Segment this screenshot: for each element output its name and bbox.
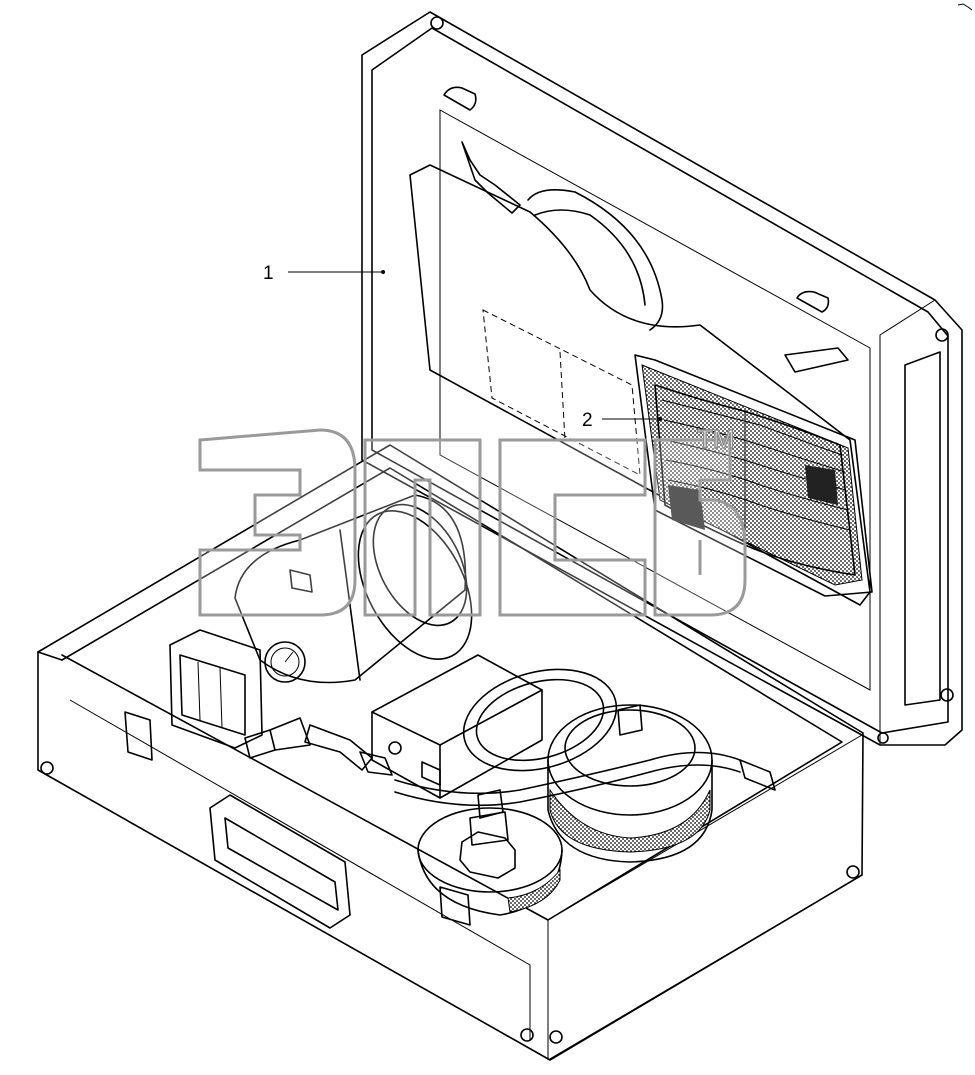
callout-2: 2 <box>582 410 662 431</box>
corner-mark <box>957 3 973 11</box>
carry-handle <box>209 794 351 929</box>
screw-icon <box>846 865 860 879</box>
lid-latch-right <box>796 290 830 313</box>
callout-1: 1 <box>263 263 385 284</box>
blower-unit <box>169 494 473 759</box>
screw-icon <box>935 328 949 342</box>
trademark-mark: TM <box>697 424 735 454</box>
filter-drum <box>547 704 713 863</box>
screw-icon <box>877 732 889 744</box>
base-latch-left <box>124 711 153 761</box>
lid-latch-left <box>443 86 477 111</box>
pressure-gauge-icon <box>264 641 306 683</box>
screw-icon <box>40 761 54 775</box>
screw-icon <box>520 1028 534 1042</box>
screw-icon <box>430 16 444 30</box>
inlet-hose <box>304 724 393 776</box>
control-box <box>371 654 543 799</box>
watermark-logo: TM <box>198 423 747 617</box>
manual-booklet <box>634 354 873 597</box>
power-switch <box>421 761 441 786</box>
nozzle-base <box>417 789 563 916</box>
document-folder <box>409 141 871 606</box>
probe-icon <box>461 141 521 214</box>
connector-socket-icon <box>388 741 402 755</box>
regulator-knob <box>244 729 276 759</box>
fitting-icon <box>784 347 849 373</box>
base-latch-right <box>439 886 471 926</box>
callout-label-2: 2 <box>582 410 593 431</box>
coiled-hose <box>394 668 776 807</box>
screw-icon <box>940 688 954 702</box>
hex-nut-icon <box>459 831 516 879</box>
callout-label-1: 1 <box>263 263 274 284</box>
case-base <box>37 444 864 1061</box>
screw-icon <box>549 1030 563 1044</box>
